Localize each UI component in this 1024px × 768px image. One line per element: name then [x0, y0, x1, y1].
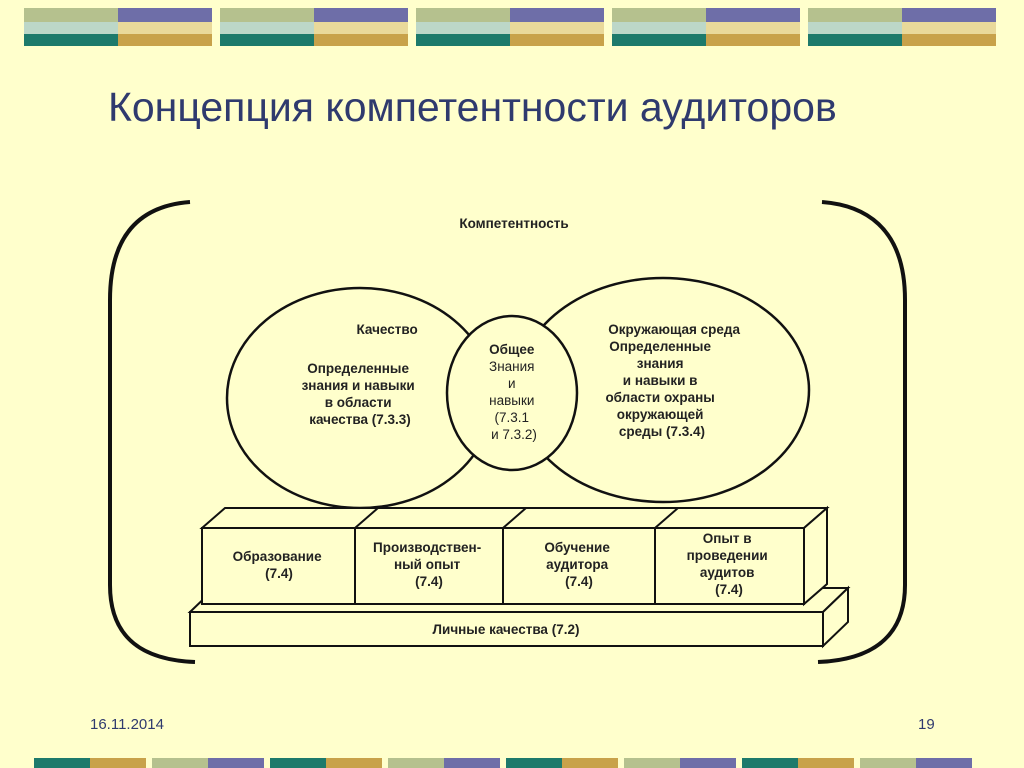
right-bracket [817, 200, 907, 664]
band-tile [220, 8, 408, 46]
band-tile [416, 8, 604, 46]
band-tile [24, 8, 212, 46]
block-auditor-training [502, 527, 656, 605]
left-circle-text: Качество Определенные знания и навыки в … [302, 322, 422, 427]
block-audit-experience [654, 527, 805, 605]
right-circle-text: Окружающая среда Определенные знания и н… [605, 322, 743, 439]
band-tile [612, 8, 800, 46]
block-work-experience-text: Производствен- ный опыт (7.4) [373, 540, 485, 589]
top-decorative-band [0, 0, 1024, 52]
footer-date: 16.11.2014 [90, 716, 164, 733]
left-bracket [108, 200, 196, 664]
blocks-row: Образование (7.4) Производствен- ный опы… [199, 505, 830, 607]
block-auditor-training-text: Обучение аудитора (7.4) [544, 540, 613, 589]
footer-page-number: 19 [918, 716, 935, 733]
slide-title: Концепция компетентности аудиторов [108, 84, 837, 130]
bottom-decorative-band [0, 758, 1024, 768]
middle-circle-text: Общее Знания и навыки (7.3.1 и 7.3.2) [489, 341, 539, 442]
block-audit-experience-text: Опыт в проведении аудитов (7.4) [687, 531, 772, 597]
base-label: Личные качества (7.2) [433, 622, 580, 637]
block-education-text: Образование (7.4) [233, 549, 326, 581]
middle-circle [445, 314, 579, 472]
block-work-experience [354, 527, 504, 605]
block-education [201, 527, 356, 605]
band-tile [808, 8, 996, 46]
diagram-heading: Компетентность [459, 216, 568, 231]
